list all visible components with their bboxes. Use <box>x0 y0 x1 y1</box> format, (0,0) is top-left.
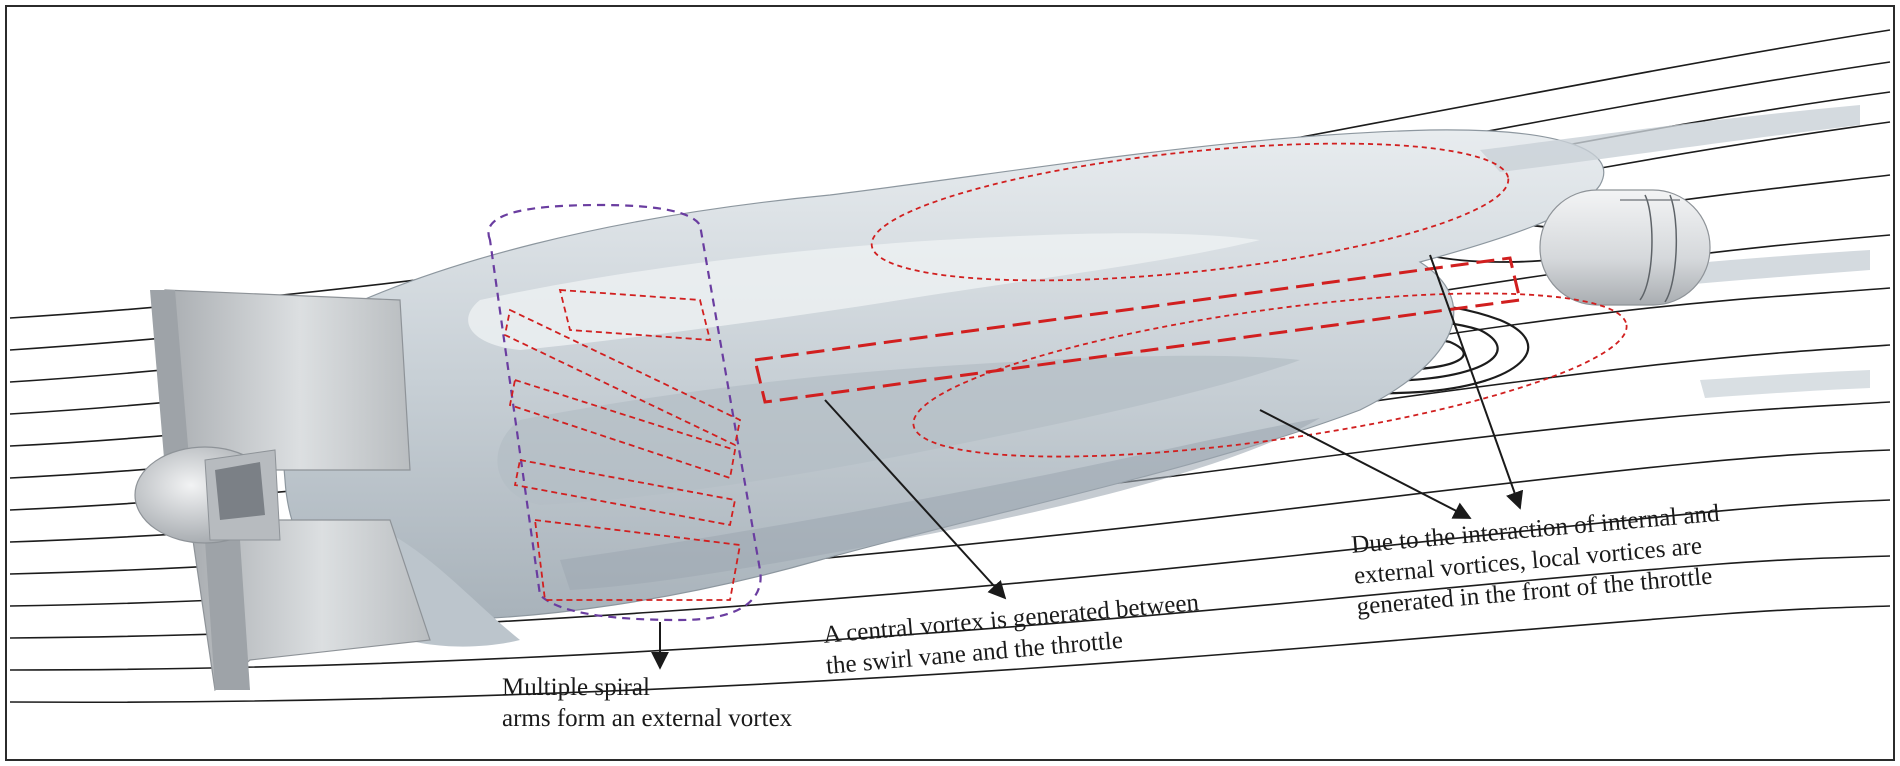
central-vortex-arrow <box>824 399 1007 600</box>
local-vortex-arrow-lower <box>1259 409 1472 519</box>
central-vortex-region <box>753 256 1522 404</box>
spiral-arm-boxes <box>503 289 742 601</box>
local-vortex-arrow-upper <box>1429 254 1524 510</box>
figure-border <box>5 5 1895 761</box>
throttle <box>1539 189 1711 306</box>
external-vortex-label: Multiple spiral arms form an external vo… <box>502 672 792 734</box>
external-vortex-region <box>487 203 762 622</box>
external-vortex-label-line1: Multiple spiral <box>502 674 650 701</box>
leader-arrows <box>651 254 1524 670</box>
lower-local-vortex-region <box>912 292 1628 458</box>
swirl-vane <box>134 289 431 692</box>
external-vortex-label-line2: arms form an external vortex <box>502 705 793 732</box>
